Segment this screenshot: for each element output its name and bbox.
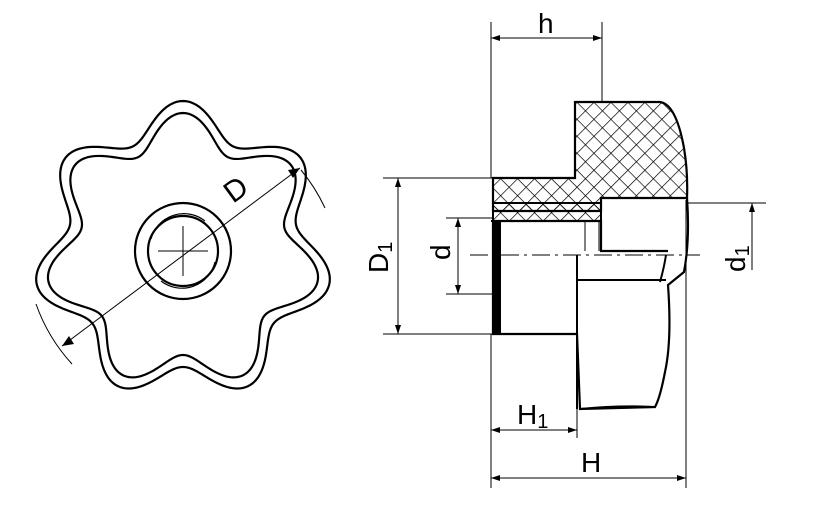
label-D: D: [218, 170, 255, 209]
knob-inner-contour: [46, 111, 320, 379]
thread-arc: [150, 213, 206, 240]
body-edge: [579, 405, 656, 410]
shaft-face: [493, 221, 501, 334]
knob-outline: [491, 197, 690, 411]
label-H1: H1: [517, 399, 548, 433]
knob-outer-contour: [35, 99, 331, 390]
label-D1: D1: [363, 242, 397, 273]
dimension-arrow: [288, 168, 300, 178]
dimension-arc: [300, 169, 326, 209]
body-edge: [659, 254, 667, 283]
dimension-arc: [35, 303, 73, 365]
dimension-line-D: [61, 167, 301, 347]
bore-circle: [146, 214, 220, 288]
dimension-arrow: [62, 336, 74, 346]
thread-insert-hatch: [492, 202, 602, 222]
side-view: [470, 100, 700, 411]
hub-outer-circle: [133, 201, 233, 301]
label-h: h: [538, 8, 554, 39]
label-d1: d1: [720, 245, 754, 272]
dimensions: h D1 d d1 H1 H: [363, 8, 766, 488]
front-view: D: [35, 99, 331, 390]
label-d: d: [425, 244, 456, 260]
knob-section-hatch: [491, 100, 689, 213]
thread-arc: [160, 261, 216, 289]
label-H: H: [581, 447, 601, 478]
